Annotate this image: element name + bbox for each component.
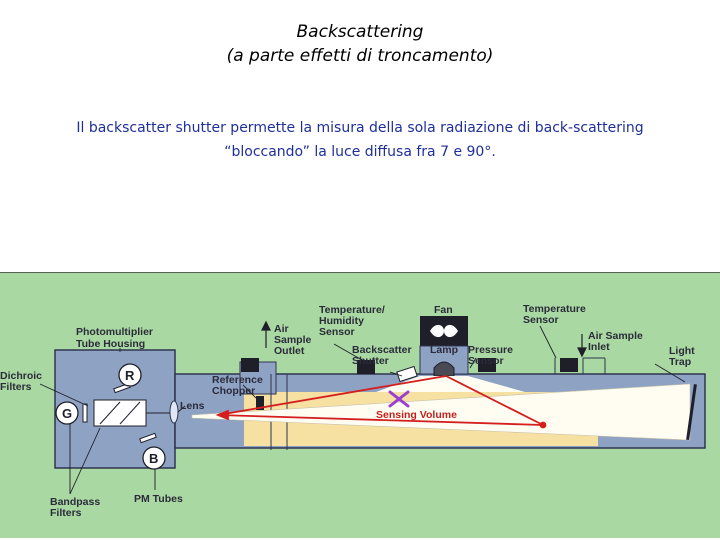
description-line-1: Il backscatter shutter permette la misur… (76, 120, 644, 136)
lamp-icon (433, 361, 455, 377)
filter-g (82, 403, 88, 423)
label-fan: Fan (434, 304, 453, 316)
label-lens: Lens (180, 400, 205, 412)
pm-tube-b-label: B (149, 451, 158, 466)
page-title: Backscattering (296, 22, 424, 42)
pm-tube-g-label: G (62, 406, 72, 421)
label-temperature-humidity: Temperature/ (319, 304, 385, 316)
humidity-sensor-block (357, 360, 375, 374)
pm-tube-b (142, 446, 166, 470)
label-temperature-sensor: Sensor (523, 314, 559, 326)
label-outlet: Outlet (274, 345, 305, 357)
label-trap: Trap (669, 356, 691, 368)
label-chopper: Chopper (212, 385, 255, 397)
blocked-scatter-cross (388, 390, 410, 408)
label-humidity: Humidity (319, 315, 364, 327)
filter-b (139, 432, 157, 444)
light-cone (376, 376, 525, 392)
page-subtitle: (a parte effetti di troncamento) (226, 46, 494, 66)
label-bandpass-filters: Filters (50, 507, 82, 519)
label-photomultiplier: Photomultiplier (76, 326, 153, 338)
light-beam (191, 383, 691, 441)
nephelometer-diagram: R G B Photomultiplier Tube Housing Dichr… (0, 272, 720, 538)
label-pm-tubes: PM Tubes (134, 493, 183, 505)
label-lamp: Lamp (430, 344, 458, 356)
label-light: Light (669, 345, 695, 357)
label-sensing-volume: Sensing Volume (376, 409, 457, 421)
label-air: Air (274, 323, 289, 335)
label-pressure-sensor: Sensor (468, 355, 504, 367)
scatter-rays (215, 375, 547, 429)
pm-tube-r (118, 363, 142, 387)
label-temperature: Temperature (523, 303, 586, 315)
label-sample: Sample (274, 334, 312, 346)
air-flow-arrows (261, 320, 587, 358)
label-dichroic-filters: Filters (0, 381, 32, 393)
pressure-sensor-block (478, 358, 496, 372)
label-bandpass: Bandpass (50, 496, 100, 508)
label-air-sample: Air Sample (588, 330, 643, 342)
inlet-block (560, 358, 578, 372)
label-shutter: Shutter (352, 355, 389, 367)
fan-icon (430, 324, 458, 338)
label-humidity-sensor: Sensor (319, 326, 355, 338)
description-line-2: “bloccando” la luce diffusa fra 7 e 90°. (224, 144, 496, 160)
outlet-block (241, 358, 259, 372)
pm-tube-r-label: R (125, 368, 135, 383)
label-pressure: Pressure (468, 344, 513, 356)
lens (169, 400, 179, 424)
pm-tube-g (55, 401, 79, 425)
label-backscatter: Backscatter (352, 344, 412, 356)
label-inlet: Inlet (588, 341, 610, 353)
label-tube-housing: Tube Housing (76, 338, 145, 350)
backscatter-shutter (396, 365, 418, 383)
label-dichroic: Dichroic (0, 370, 42, 382)
light-trap (686, 384, 697, 441)
label-reference: Reference (212, 374, 263, 386)
